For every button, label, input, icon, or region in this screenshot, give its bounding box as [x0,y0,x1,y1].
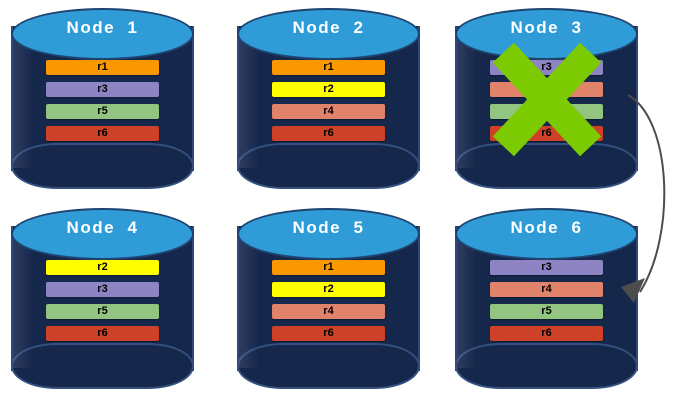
node-1-records: r1 r3 r5 r6 [46,60,159,141]
record-bar[interactable]: r6 [46,126,159,141]
record-bar[interactable]: r3 [46,82,159,97]
record-bar[interactable]: r5 [490,304,603,319]
record-bar[interactable]: r2 [272,82,385,97]
record-bar[interactable]: r5 [490,104,603,119]
record-bar[interactable]: r2 [272,282,385,297]
node-6[interactable]: Node 6 r3 r4 r5 r6 [455,208,638,389]
record-bar[interactable]: r6 [272,126,385,141]
cylinder-bottom-ellipse [455,143,638,189]
node-5[interactable]: Node 5 r1 r2 r4 r6 [237,208,420,389]
cylinder-top-ellipse [11,8,194,60]
cylinder-top-ellipse [237,8,420,60]
record-bar[interactable]: r1 [272,260,385,275]
record-bar[interactable]: r5 [46,104,159,119]
cylinder-bottom-ellipse [237,143,420,189]
cylinder-bottom-ellipse [11,143,194,189]
record-bar[interactable]: r4 [490,282,603,297]
node-6-records: r3 r4 r5 r6 [490,260,603,341]
record-bar[interactable]: r5 [46,304,159,319]
record-bar[interactable]: r6 [490,326,603,341]
node-2[interactable]: Node 2 r1 r2 r4 r6 [237,8,420,189]
record-bar[interactable]: r2 [46,260,159,275]
node-2-title: Node 2 [292,18,365,37]
node-5-title: Node 5 [292,218,365,237]
cylinder-bottom-ellipse [455,343,638,389]
cylinder-bottom-ellipse [11,343,194,389]
record-bar[interactable]: r4 [272,104,385,119]
node-2-records: r1 r2 r4 r6 [272,60,385,141]
node-1-title: Node 1 [66,18,139,37]
record-bar[interactable]: r6 [272,326,385,341]
record-bar[interactable]: r6 [490,126,603,141]
record-bar[interactable]: r1 [46,60,159,75]
node-5-records: r1 r2 r4 r6 [272,260,385,341]
cylinder-top-ellipse [237,208,420,260]
cylinder-bottom-ellipse [237,343,420,389]
record-bar[interactable]: r3 [46,282,159,297]
cylinder-top-ellipse [11,208,194,260]
node-4-title: Node 4 [66,218,139,237]
record-bar[interactable]: r4 [490,82,603,97]
node-3-records: r3 r4 r5 r6 [490,60,603,141]
node-1[interactable]: Node 1 r1 r3 r5 r6 [11,8,194,189]
record-bar[interactable]: r3 [490,260,603,275]
node-4[interactable]: Node 4 r2 r3 r5 r6 [11,208,194,389]
node-6-title: Node 6 [510,218,583,237]
record-bar[interactable]: r3 [490,60,603,75]
node-3[interactable]: Node 3 r3 r4 r5 r6 [455,8,638,189]
node-3-title: Node 3 [510,18,583,37]
record-bar[interactable]: r4 [272,304,385,319]
record-bar[interactable]: r6 [46,326,159,341]
record-bar[interactable]: r1 [272,60,385,75]
node-4-records: r2 r3 r5 r6 [46,260,159,341]
cylinder-top-ellipse [455,208,638,260]
